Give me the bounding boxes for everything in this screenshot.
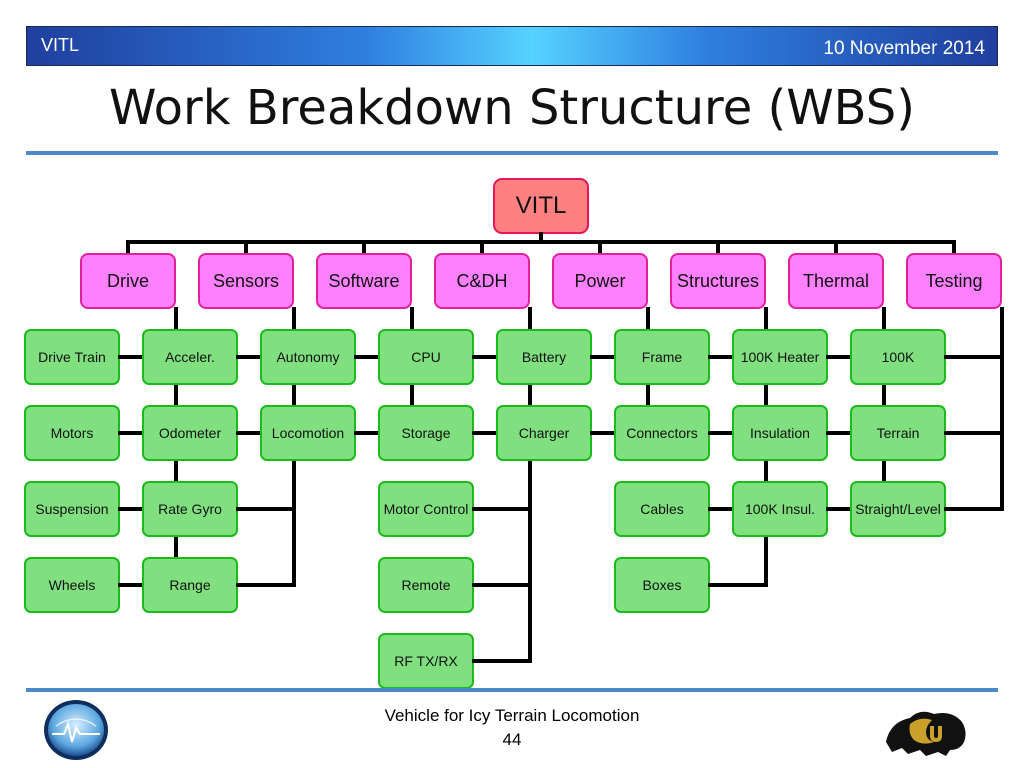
item-node-sensors-4: Range (142, 557, 238, 613)
item-connector-line-structures-4 (708, 583, 768, 587)
item-connector-line-testing-3 (944, 507, 1004, 511)
footer-text: Vehicle for Icy Terrain Locomotion (384, 706, 640, 725)
category-node-sensors: Sensors (198, 253, 294, 309)
vitl-logo-icon (44, 700, 108, 760)
header-left-label: VITL (41, 35, 80, 55)
item-connector-line-testing-1 (944, 355, 1004, 359)
category-node-power: Power (552, 253, 648, 309)
title-divider (26, 151, 998, 155)
item-node-testing-2: Terrain (850, 405, 946, 461)
cu-buffalo-logo-icon (886, 711, 966, 756)
item-connector-line-testing-2 (944, 431, 1004, 435)
item-node-power-2: Charger (496, 405, 592, 461)
item-node-testing-1: 100K (850, 329, 946, 385)
category-drop-line-software (362, 240, 366, 255)
category-bus-line (126, 240, 956, 244)
item-node-software-2: Locomotion (260, 405, 356, 461)
item-node-sensors-3: Rate Gyro (142, 481, 238, 537)
page-number: 44 (502, 730, 522, 749)
item-node-structures-4: Boxes (614, 557, 710, 613)
item-connector-line-sensors-3 (236, 507, 296, 511)
footer-divider (26, 688, 998, 692)
item-node-sensors-1: Acceler. (142, 329, 238, 385)
item-node-c-dh-5: RF TX/RX (378, 633, 474, 689)
category-drop-line-drive (126, 240, 130, 255)
category-drop-line-thermal (834, 240, 838, 255)
wbs-root-node: VITL (493, 178, 589, 234)
category-drop-line-sensors (244, 240, 248, 255)
header-bar: VITL 10 November 2014 (26, 26, 998, 66)
category-node-structures: Structures (670, 253, 766, 309)
item-node-software-1: Autonomy (260, 329, 356, 385)
item-node-thermal-1: 100K Heater (732, 329, 828, 385)
item-node-c-dh-1: CPU (378, 329, 474, 385)
item-node-sensors-2: Odometer (142, 405, 238, 461)
item-spine-line-c-dh (528, 307, 532, 663)
header-date: 10 November 2014 (823, 38, 985, 59)
item-node-c-dh-2: Storage (378, 405, 474, 461)
item-connector-line-c-dh-4 (472, 583, 532, 587)
item-node-power-1: Battery (496, 329, 592, 385)
category-drop-line-power (598, 240, 602, 255)
category-node-testing: Testing (906, 253, 1002, 309)
item-node-drive-1: Drive Train (24, 329, 120, 385)
page-title: Work Breakdown Structure (WBS) (109, 80, 915, 136)
category-node-c-dh: C&DH (434, 253, 530, 309)
item-node-drive-4: Wheels (24, 557, 120, 613)
item-node-drive-3: Suspension (24, 481, 120, 537)
item-node-structures-3: Cables (614, 481, 710, 537)
root-connector-line (539, 232, 543, 242)
item-node-structures-1: Frame (614, 329, 710, 385)
item-node-drive-2: Motors (24, 405, 120, 461)
item-node-structures-2: Connectors (614, 405, 710, 461)
category-drop-line-structures (716, 240, 720, 255)
category-node-software: Software (316, 253, 412, 309)
item-node-thermal-3: 100K Insul. (732, 481, 828, 537)
category-node-drive: Drive (80, 253, 176, 309)
item-node-c-dh-4: Remote (378, 557, 474, 613)
item-node-thermal-2: Insulation (732, 405, 828, 461)
item-connector-line-c-dh-3 (472, 507, 532, 511)
category-node-thermal: Thermal (788, 253, 884, 309)
item-node-c-dh-3: Motor Control (378, 481, 474, 537)
item-connector-line-c-dh-5 (472, 659, 532, 663)
item-node-testing-3: Straight/Level (850, 481, 946, 537)
category-drop-line-testing (952, 240, 956, 255)
category-drop-line-c-dh (480, 240, 484, 255)
item-connector-line-sensors-4 (236, 583, 296, 587)
item-spine-line-testing (1000, 307, 1004, 511)
